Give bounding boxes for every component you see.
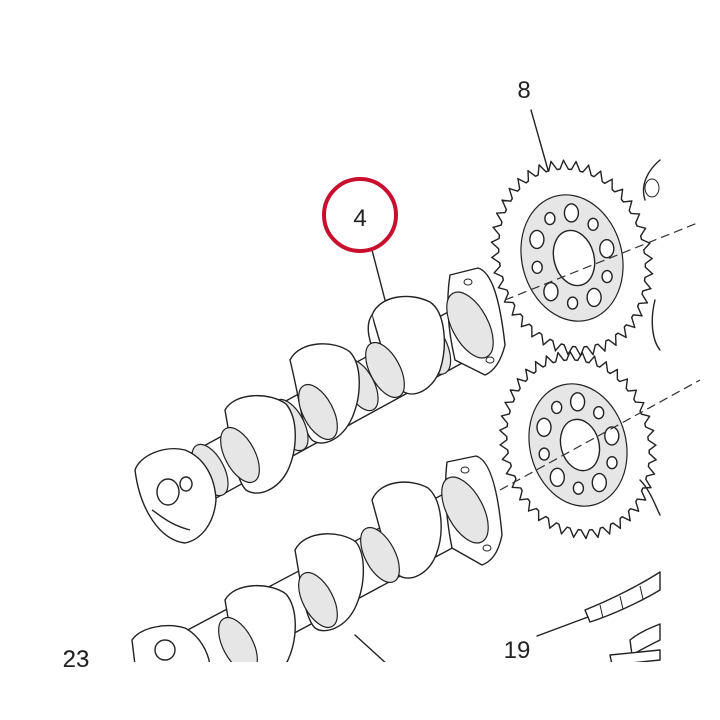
callout-label-19: 19 (504, 637, 531, 664)
gear-hole (586, 287, 602, 308)
partial-gear-right (639, 159, 661, 516)
gear-hole (569, 392, 586, 412)
lower-camshaft[interactable] (131, 455, 503, 701)
callout-label-4: 4 (353, 205, 366, 232)
gear-hole (543, 282, 559, 302)
gear-hole (529, 229, 545, 250)
gear-hole (604, 426, 620, 446)
gear-hole (549, 467, 565, 487)
gear-hole (591, 472, 607, 493)
upper-camshaft-gear[interactable] (479, 152, 665, 363)
alignment-line-upper (504, 221, 701, 301)
lower-camshaft-gear[interactable] (488, 344, 668, 546)
gear-hole (563, 203, 580, 223)
gear-hole (536, 417, 552, 437)
leader-line-4 (371, 249, 386, 301)
bearing-shell-part[interactable] (584, 571, 661, 666)
gear-hole (606, 456, 618, 470)
gear-hole (531, 260, 543, 274)
highlight-circle (322, 177, 398, 253)
alignment-line-lower (499, 379, 701, 491)
callout-label-23-visible: 23 (63, 646, 90, 673)
gear-hole (599, 238, 615, 259)
gear-hole (601, 269, 613, 284)
leader-line-lower-cam (354, 634, 389, 666)
upper-camshaft[interactable] (134, 267, 506, 544)
gear-hole (538, 447, 550, 461)
callout-label-8: 8 (517, 77, 530, 104)
gear-hole (566, 296, 579, 310)
gear-hole (593, 406, 605, 420)
gear-hole (551, 400, 563, 415)
gear-hole (544, 211, 556, 226)
gear-hole (587, 217, 599, 232)
leader-line-19 (536, 616, 589, 637)
gear-hole (572, 481, 585, 495)
leader-line-8 (530, 109, 549, 171)
